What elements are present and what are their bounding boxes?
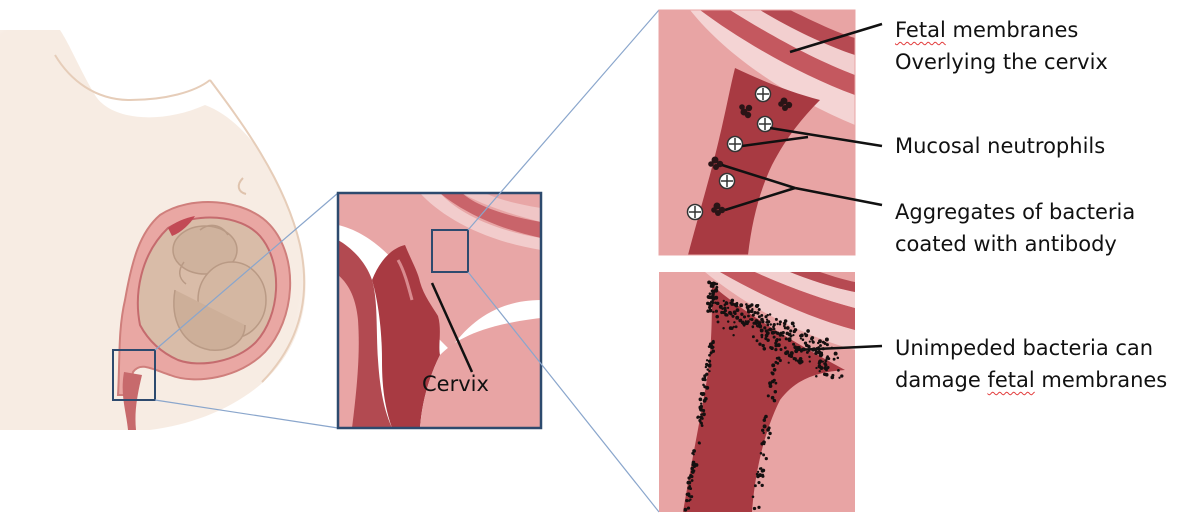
- unimpeded-bacteria-panel: [659, 272, 882, 512]
- unimpeded-bacteria-label: Unimpeded bacteria can damage fetal memb…: [895, 332, 1167, 396]
- mucosal-neutrophils-label: Mucosal neutrophils: [895, 130, 1105, 162]
- aggregates-label: Aggregates of bacteria coated with antib…: [895, 196, 1135, 260]
- zoom-line-right-top: [468, 10, 659, 230]
- cervix-label: Cervix: [422, 372, 489, 396]
- damage-word: damage: [895, 368, 981, 392]
- pregnant-body-illustration: [0, 30, 306, 430]
- neutrophil-3: [728, 137, 743, 152]
- membranes-word: membranes: [952, 18, 1078, 42]
- fetal-membranes-line2: Overlying the cervix: [895, 46, 1108, 78]
- fetal-membranes-label: Fetal membranes Overlying the cervix: [895, 14, 1108, 78]
- membranes-word-2: membranes: [1041, 368, 1167, 392]
- neutrophil-4: [720, 174, 735, 189]
- aggregates-line1: Aggregates of bacteria: [895, 196, 1135, 228]
- fetal-word-2: fetal: [987, 368, 1034, 392]
- neutrophil-5: [688, 205, 703, 220]
- fetal-word: Fetal: [895, 18, 946, 42]
- antibody-protection-panel: [659, 10, 882, 255]
- aggregates-line2: coated with antibody: [895, 228, 1135, 260]
- unimpeded-line1: Unimpeded bacteria can: [895, 332, 1167, 364]
- neutrophil-1: [756, 87, 771, 102]
